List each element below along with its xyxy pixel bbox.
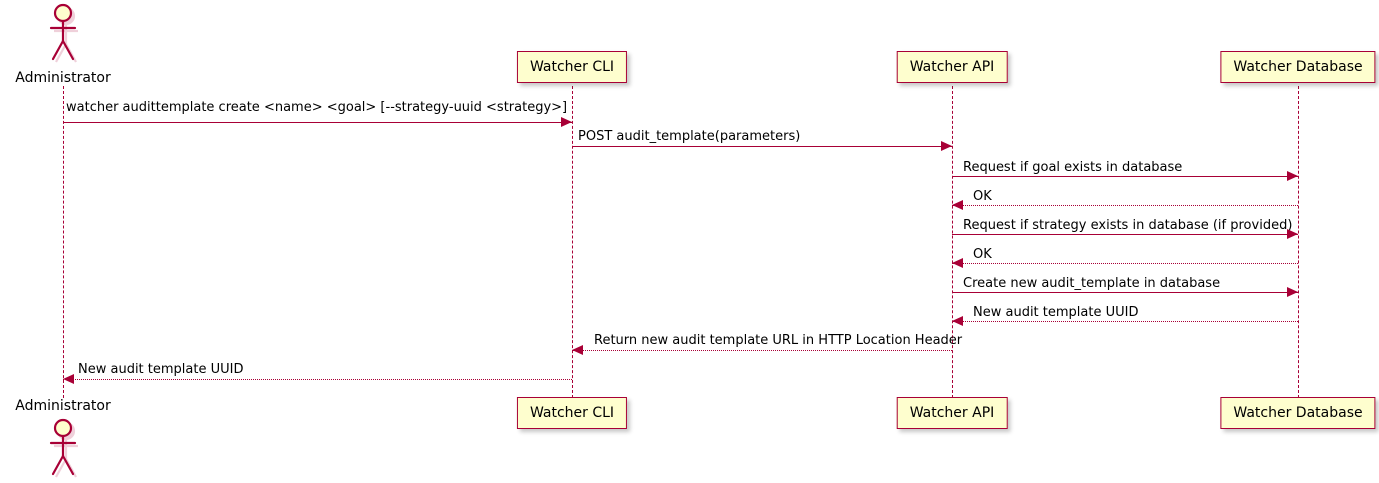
participant-watcher-database-top[interactable]: Watcher Database xyxy=(1220,51,1376,83)
message-arrowhead-7 xyxy=(952,316,963,326)
message-line-6 xyxy=(952,292,1298,293)
message-line-7 xyxy=(952,321,1298,322)
participant-watcher-api-bottom[interactable]: Watcher API xyxy=(896,397,1008,429)
lifeline-watcher-database xyxy=(1298,86,1299,398)
message-line-0 xyxy=(63,122,572,123)
message-line-1 xyxy=(572,146,952,147)
message-arrowhead-0 xyxy=(561,117,572,127)
lifeline-watcher-api xyxy=(952,86,953,398)
message-label-3: OK xyxy=(973,189,992,204)
message-line-8 xyxy=(572,350,952,351)
message-line-2 xyxy=(952,176,1298,177)
participant-watcher-cli-top[interactable]: Watcher CLI xyxy=(516,51,628,83)
actor-administrator-top xyxy=(40,3,86,63)
message-label-9: New audit template UUID xyxy=(78,362,244,377)
message-arrowhead-9 xyxy=(63,374,74,384)
message-line-4 xyxy=(952,234,1298,235)
message-line-5 xyxy=(952,263,1298,264)
actor-administrator-bottom xyxy=(40,418,86,478)
lifeline-administrator xyxy=(63,86,64,398)
message-label-8: Return new audit template URL in HTTP Lo… xyxy=(594,333,963,348)
message-arrowhead-8 xyxy=(572,345,583,355)
message-label-4: Request if strategy exists in database (… xyxy=(963,218,1293,233)
actor-label-administrator-bottom: Administrator xyxy=(15,398,111,414)
message-label-2: Request if goal exists in database xyxy=(963,160,1183,175)
participant-watcher-cli-bottom[interactable]: Watcher CLI xyxy=(516,397,628,429)
actor-label-administrator-top: Administrator xyxy=(15,70,111,86)
message-line-9 xyxy=(63,379,572,380)
message-line-3 xyxy=(952,205,1298,206)
message-arrowhead-3 xyxy=(952,200,963,210)
message-arrowhead-5 xyxy=(952,258,963,268)
participant-watcher-database-bottom[interactable]: Watcher Database xyxy=(1220,397,1376,429)
message-label-5: OK xyxy=(973,247,992,262)
message-arrowhead-6 xyxy=(1287,287,1298,297)
message-label-0: watcher audittemplate create <name> <goa… xyxy=(66,100,568,115)
message-arrowhead-4 xyxy=(1287,229,1298,239)
message-label-7: New audit template UUID xyxy=(973,305,1139,320)
participant-watcher-api-top[interactable]: Watcher API xyxy=(896,51,1008,83)
lifeline-watcher-cli xyxy=(572,86,573,398)
message-arrowhead-2 xyxy=(1287,171,1298,181)
message-label-1: POST audit_template(parameters) xyxy=(578,129,801,144)
message-arrowhead-1 xyxy=(941,141,952,151)
message-label-6: Create new audit_template in database xyxy=(963,276,1221,291)
